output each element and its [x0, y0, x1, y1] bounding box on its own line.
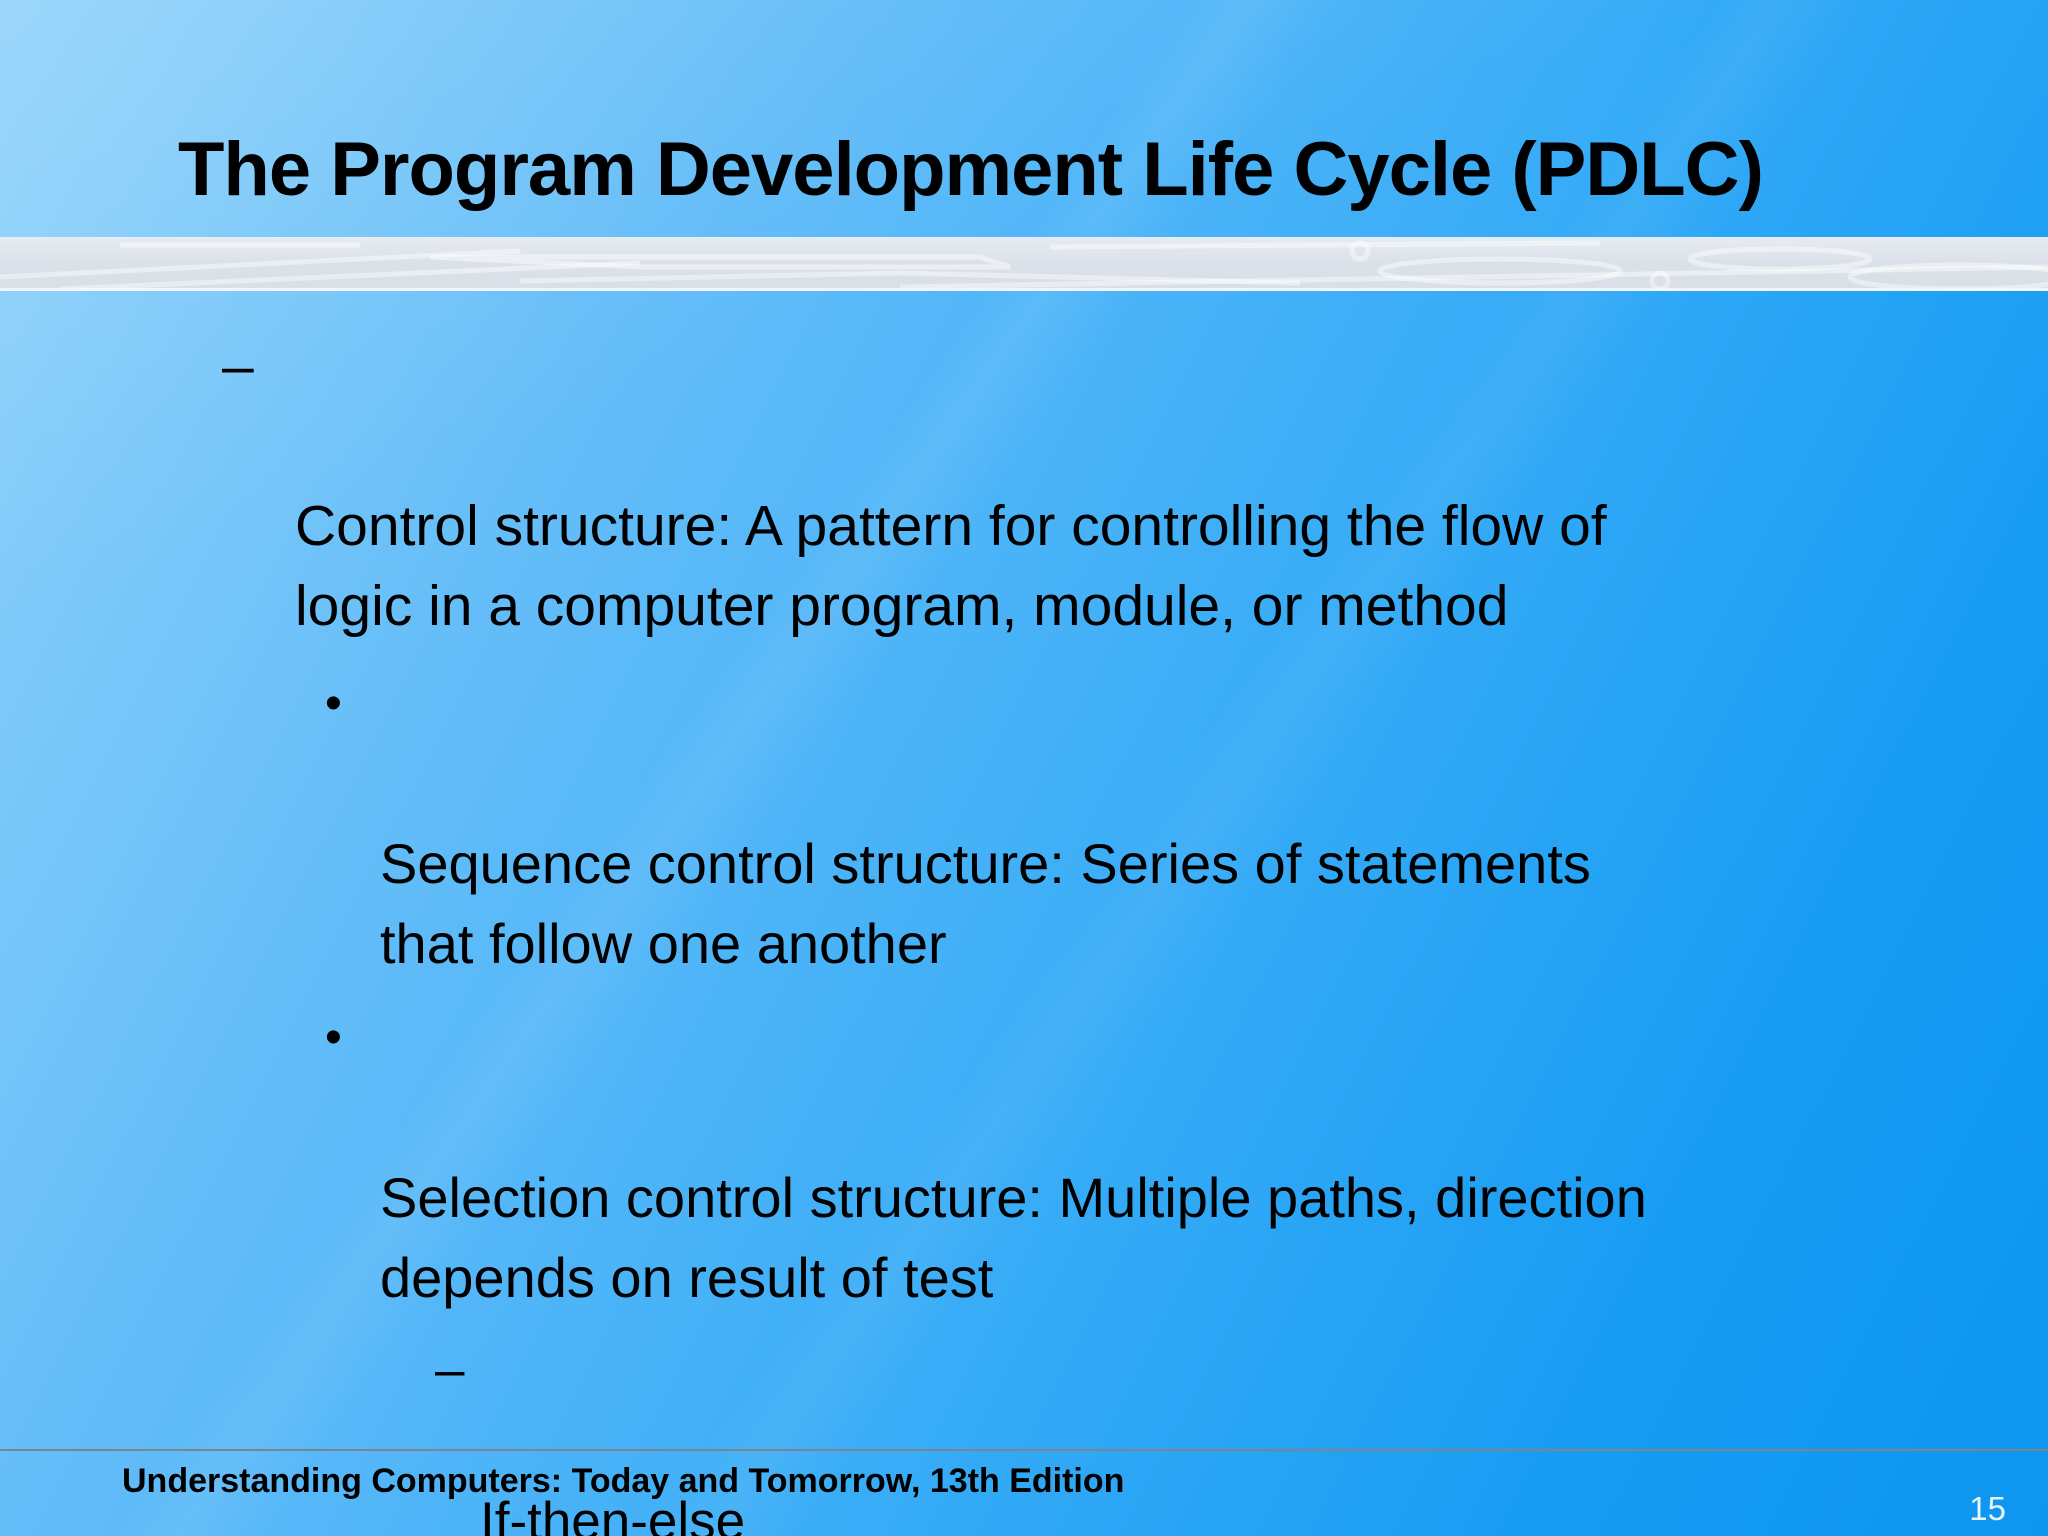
- list-item-text: Control structure: A pattern for control…: [295, 494, 1607, 638]
- list-item: • Sequence control structure: Series of …: [0, 664, 1938, 984]
- list-item: – Control structure: A pattern for contr…: [0, 326, 1938, 646]
- footer-book-title: Understanding Computers: Today and Tomor…: [122, 1462, 1125, 1500]
- list-item: • Selection control structure: Multiple …: [0, 998, 1938, 1318]
- list-item-text: Sequence control structure: Series of st…: [380, 832, 1591, 975]
- dot-bullet-icon: •: [325, 677, 342, 730]
- bullet-list: – Control structure: A pattern for contr…: [0, 326, 1938, 1536]
- dot-bullet-icon: •: [325, 1011, 342, 1064]
- dash-bullet-icon: –: [435, 1340, 465, 1399]
- slide-title: The Program Development Life Cycle (PDLC…: [178, 127, 1764, 212]
- dash-bullet-icon: –: [222, 334, 254, 398]
- circuit-pattern-band: [0, 237, 2048, 291]
- list-item-text: If-then-else: [480, 1492, 746, 1536]
- page-number: 15: [1969, 1490, 2006, 1527]
- list-item: – If-then-else: [0, 1332, 1938, 1536]
- list-item-text: Selection control structure: Multiple pa…: [380, 1166, 1647, 1309]
- footer-divider: [0, 1449, 2048, 1451]
